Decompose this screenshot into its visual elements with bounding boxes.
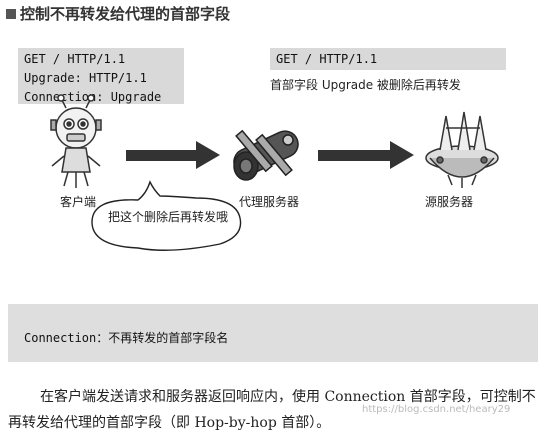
watermark-text: https://blog.csdn.net/heary29 xyxy=(362,404,511,415)
speech-bubble-text: 把这个删除后再转发哦 xyxy=(108,210,229,224)
proxy-label: 代理服务器 xyxy=(239,195,300,209)
client-request-line: GET / HTTP/1.1 xyxy=(24,52,126,66)
client-robot-icon xyxy=(50,94,102,188)
title-square-icon xyxy=(6,9,16,19)
header-definition-box xyxy=(8,304,538,362)
caption-paragraph: 在客户端发送请求和服务器返回响应内，使用 Connection 首部字段，可控制… xyxy=(8,389,536,431)
header-definition-text: Connection：不再转发的首部字段名 xyxy=(24,331,229,345)
client-label: 客户端 xyxy=(60,195,97,209)
arrow-client-to-proxy xyxy=(126,141,220,169)
proxy-note: 首部字段 Upgrade 被删除后再转发 xyxy=(270,78,461,92)
figure-title: 控制不再转发给代理的首部字段 xyxy=(6,3,230,24)
proxy-request-line: GET / HTTP/1.1 xyxy=(276,52,378,66)
arrow-proxy-to-origin xyxy=(318,141,414,169)
figure-title-text: 控制不再转发给代理的首部字段 xyxy=(20,5,231,23)
proxy-server-icon xyxy=(233,129,299,181)
origin-label: 源服务器 xyxy=(425,195,474,209)
client-request-line: Upgrade: HTTP/1.1 xyxy=(24,71,147,85)
proxy-request-box: GET / HTTP/1.1 xyxy=(270,48,506,70)
speech-bubble xyxy=(91,180,242,251)
client-request-box: GET / HTTP/1.1 Upgrade: HTTP/1.1 Connect… xyxy=(18,48,184,104)
origin-server-icon xyxy=(425,111,499,188)
